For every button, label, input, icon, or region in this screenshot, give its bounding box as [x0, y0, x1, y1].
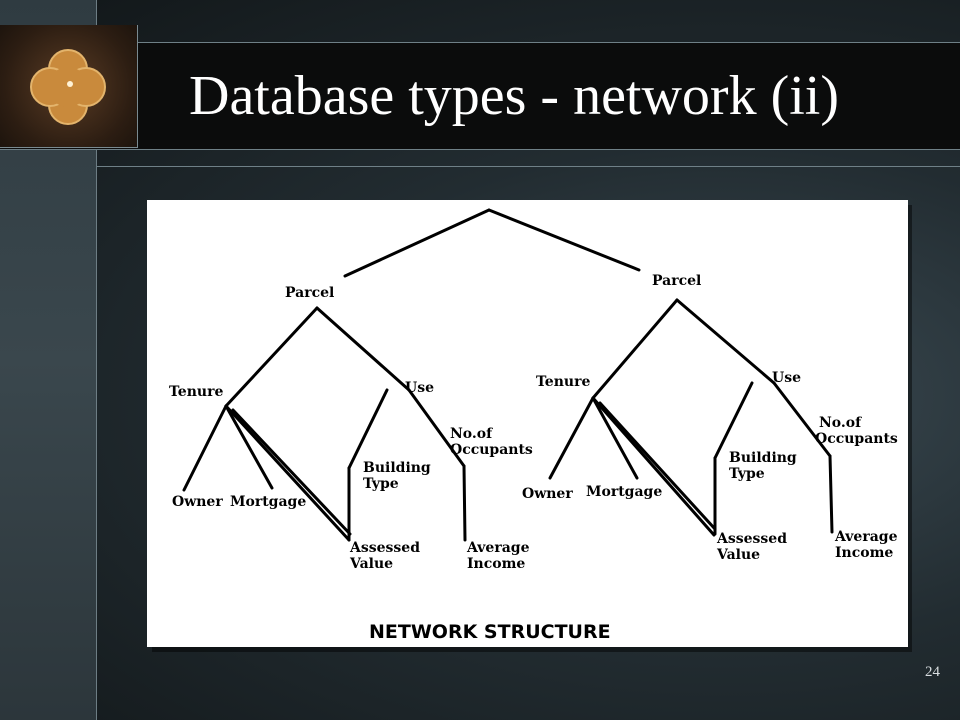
edge-root-parcel-2 — [487, 208, 641, 272]
edge-tenure-assessed-1b — [231, 408, 352, 536]
node-building-2: Building — [729, 450, 797, 466]
node-average-1: Average — [466, 540, 530, 556]
node-income-1: Income — [467, 556, 525, 572]
node-value-2: Value — [716, 547, 760, 563]
node-assessed-2: Assessed — [716, 531, 787, 547]
node-average-2: Average — [834, 529, 898, 545]
edge-tenure-owner-1 — [182, 404, 228, 492]
node-no-of-2: No.of — [819, 415, 862, 431]
edge-tenure-assessed-1 — [224, 404, 351, 542]
edge-parcel-use-1 — [315, 306, 411, 392]
edge-use-building-2 — [713, 381, 754, 460]
edge-tenure-owner-2 — [548, 396, 595, 480]
edge-parcel-tenure-2 — [591, 298, 679, 400]
edge-use-occupants-1 — [407, 388, 466, 468]
node-mortgage-1: Mortgage — [230, 494, 306, 510]
edge-tenure-mortgage-1 — [224, 404, 274, 490]
node-tenure-2: Tenure — [536, 374, 590, 390]
edge-tenure-assessed-2b — [598, 401, 717, 531]
edge-occupants-income-2 — [828, 454, 834, 534]
edge-use-occupants-2 — [772, 381, 832, 458]
quatrefoil-logo-icon — [30, 49, 106, 125]
node-occupants-2: Occupants — [815, 431, 898, 447]
node-use-1: Use — [405, 380, 434, 396]
edge-parcel-tenure-1 — [224, 306, 319, 408]
edge-parcel-use-2 — [675, 298, 776, 385]
edge-occupants-income-1 — [462, 464, 467, 542]
node-type-2: Type — [729, 466, 765, 482]
diagram-caption: NETWORK STRUCTURE — [369, 621, 611, 643]
node-assessed-1: Assessed — [349, 540, 420, 556]
network-structure-diagram: Parcel Tenure Use Owner Mortgage Buildin… — [169, 208, 898, 643]
node-owner-1: Owner — [172, 494, 223, 510]
content-divider — [96, 166, 960, 167]
node-no-of-1: No.of — [450, 426, 493, 442]
logo — [0, 25, 138, 148]
node-tenure-1: Tenure — [169, 384, 223, 400]
slide-number: 24 — [925, 664, 940, 680]
node-use-2: Use — [772, 370, 801, 386]
node-occupants-1: Occupants — [450, 442, 533, 458]
node-parcel-2: Parcel — [652, 273, 701, 289]
node-parcel-1: Parcel — [285, 285, 334, 301]
edge-use-building-1 — [347, 388, 389, 470]
title-bar — [0, 42, 960, 150]
node-type-1: Type — [363, 476, 399, 492]
edge-root-parcel-1 — [343, 208, 491, 278]
node-building-1: Building — [363, 460, 431, 476]
node-mortgage-2: Mortgage — [586, 484, 662, 500]
edge-tenure-mortgage-2 — [591, 396, 639, 480]
network-structure-figure: Parcel Tenure Use Owner Mortgage Buildin… — [147, 200, 908, 647]
slide-title: Database types - network (ii) — [189, 65, 839, 127]
node-income-2: Income — [835, 545, 893, 561]
node-value-1: Value — [349, 556, 393, 572]
edge-tenure-assessed-2 — [591, 396, 716, 537]
node-owner-2: Owner — [522, 486, 573, 502]
